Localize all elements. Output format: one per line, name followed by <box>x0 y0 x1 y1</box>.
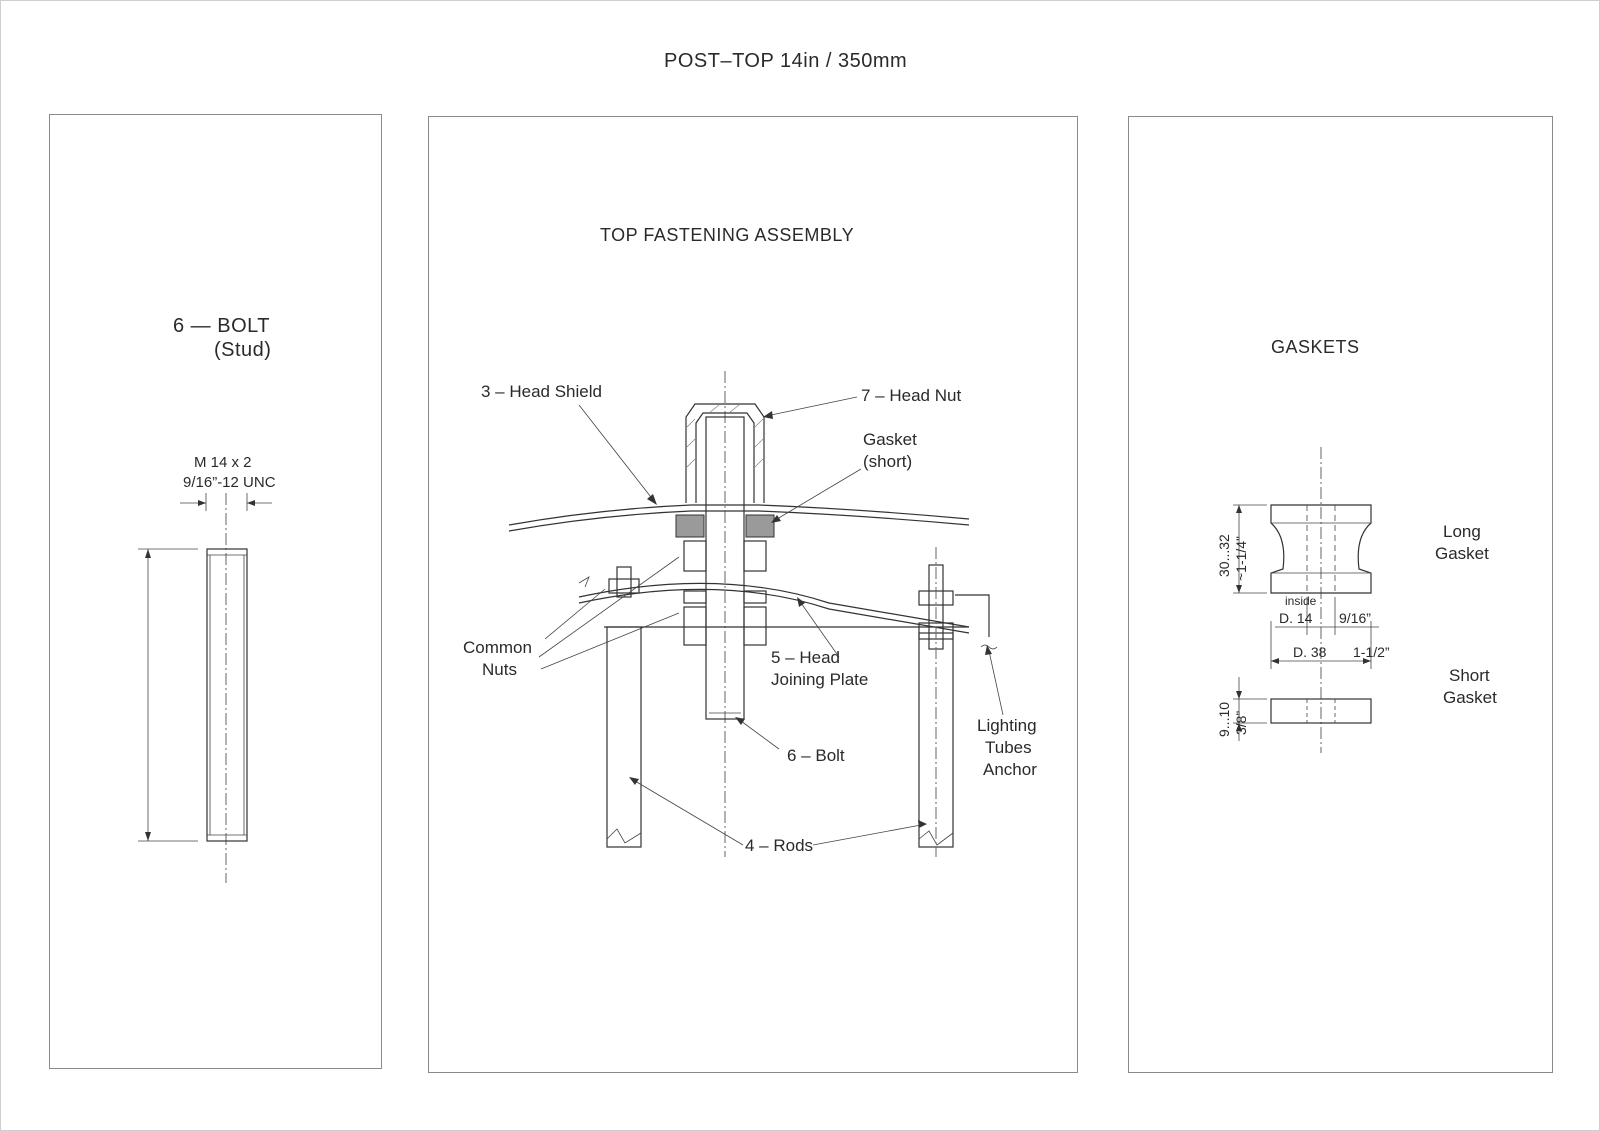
bolt-title: 6 — BOLT <box>173 315 270 337</box>
label-joining-plate-line1: 5 – Head <box>771 648 840 667</box>
label-head-shield: 3 – Head Shield <box>481 382 602 401</box>
gaskets-panel: GASKETS 30...32 ~1-1/4” Long Gasket insi… <box>1128 116 1553 1073</box>
short-gasket-left <box>675 514 705 538</box>
short-gasket-label-line1: Short <box>1449 666 1490 685</box>
rod-left <box>606 626 642 848</box>
label-joining-plate-line2: Joining Plate <box>771 670 868 689</box>
bolt-metric-thread-label: M 14 x 2 <box>194 454 252 471</box>
label-bolt: 6 – Bolt <box>787 746 845 765</box>
inner-diameter-in: 9/16” <box>1339 610 1371 626</box>
bolt-panel: 6 — BOLT (Stud) M 14 x 2 9/16”-12 UNC <box>49 114 382 1069</box>
short-gasket-right <box>745 514 775 538</box>
lighting-tubes-anchor <box>955 594 990 637</box>
long-gasket-height-in: ~1-1/4” <box>1233 536 1249 581</box>
joining-plate <box>578 582 970 628</box>
long-gasket-label-line2: Gasket <box>1435 544 1489 563</box>
short-gasket-height-mm: 9...10 <box>1216 702 1232 737</box>
long-gasket-label-line1: Long <box>1443 522 1481 541</box>
label-gasket-line2: (short) <box>863 452 912 471</box>
inner-diameter-mm: D. 14 <box>1279 610 1313 626</box>
outer-diameter-mm: D. 38 <box>1293 644 1327 660</box>
short-gasket <box>1270 698 1372 724</box>
label-lighting-line1: Lighting <box>977 716 1037 735</box>
head-shield <box>508 504 970 526</box>
label-common-nuts-line1: Common <box>463 638 532 657</box>
short-gasket-height-in: 3/8” <box>1233 711 1249 735</box>
gaskets-drawing: 30...32 ~1-1/4” Long Gasket inside D. 14… <box>1216 447 1497 753</box>
label-rods: 4 – Rods <box>745 836 813 855</box>
head-nut <box>685 403 765 503</box>
label-head-nut: 7 – Head Nut <box>861 386 961 405</box>
assembly-title: TOP FASTENING ASSEMBLY <box>600 225 855 245</box>
long-gasket-height-mm: 30...32 <box>1216 534 1232 577</box>
short-gasket-label-line2: Gasket <box>1443 688 1497 707</box>
bolt-stud <box>206 548 248 842</box>
bolt-drawing: M 14 x 2 9/16”-12 UNC <box>138 454 276 883</box>
label-common-nuts-line2: Nuts <box>482 660 517 679</box>
outer-diameter-in: 1-1/2” <box>1353 644 1390 660</box>
gaskets-title: GASKETS <box>1271 337 1360 357</box>
long-gasket <box>1270 504 1372 594</box>
assembly-panel: TOP FASTENING ASSEMBLY <box>428 116 1078 1073</box>
inside-label: inside <box>1285 594 1317 608</box>
label-lighting-line2: Tubes <box>985 738 1032 757</box>
assembly-drawing: 3 – Head Shield 7 – Head Nut Gasket (sho… <box>463 371 1037 857</box>
page-title: POST–TOP 14in / 350mm <box>664 50 908 72</box>
label-lighting-line3: Anchor <box>983 760 1037 779</box>
label-gasket-line1: Gasket <box>863 430 917 449</box>
bolt-subtitle: (Stud) <box>214 339 272 361</box>
bolt-imperial-thread-label: 9/16”-12 UNC <box>183 474 276 491</box>
